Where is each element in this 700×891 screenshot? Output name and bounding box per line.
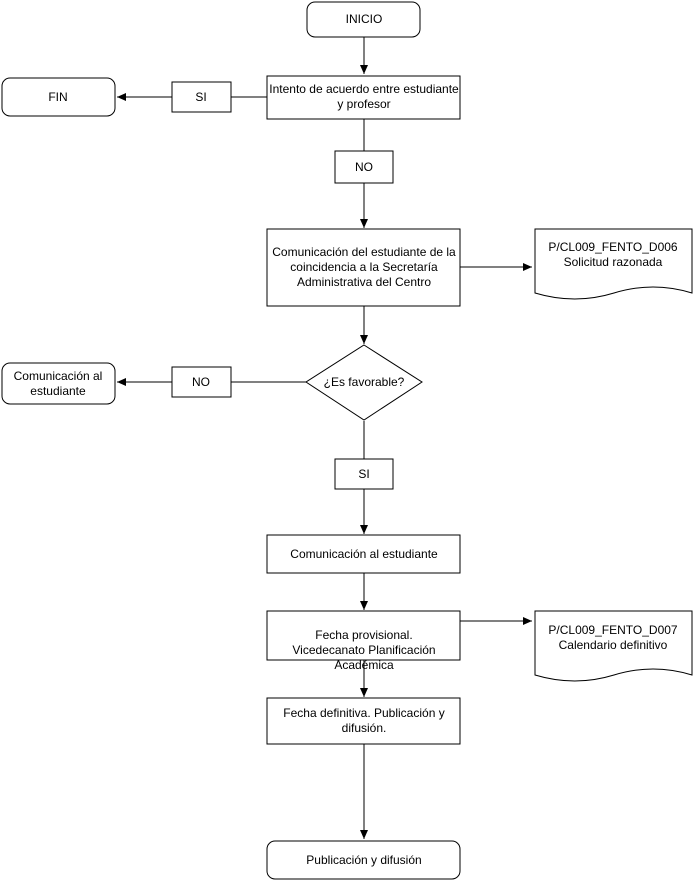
agreement-process: Intento de acuerdo entre estudiante y pr… <box>266 75 461 120</box>
document-d007-title: Calendario definitivo <box>559 638 668 652</box>
student-notification-rejected-line1: Comunicación al <box>14 369 103 383</box>
publication-label: Publicación y difusión <box>306 853 421 867</box>
provisional-date-process: Fecha provisional. Vicedecanato Planific… <box>266 610 461 672</box>
final-date-process: Fecha definitiva. Publicación y difusión… <box>266 697 461 745</box>
student-notification-process: Comunicación al estudiante <box>266 534 461 574</box>
provisional-date-line3: Académica <box>334 658 394 672</box>
publication-node: Publicación y difusión <box>266 840 461 880</box>
end-node: FIN <box>1 77 116 117</box>
student-notification-rejected: Comunicación al estudiante <box>1 362 116 405</box>
no-label-2-text: NO <box>192 375 210 389</box>
student-notification-rejected-line2: estudiante <box>30 384 86 398</box>
yes-label-2: SI <box>334 458 394 490</box>
document-d007-code: P/CL009_FENTO_D007 <box>548 623 678 637</box>
no-label-1-text: NO <box>355 160 373 174</box>
student-notification-label: Comunicación al estudiante <box>290 547 438 561</box>
final-date-line1: Fecha definitiva. Publicación y <box>283 706 444 720</box>
no-label-2: NO <box>171 366 232 398</box>
agreement-label-line1: Intento de acuerdo entre estudiante <box>269 82 459 96</box>
end-label: FIN <box>48 90 67 104</box>
decision-favorable: ¿Es favorable? <box>305 344 423 421</box>
final-date-line2: difusión. <box>342 721 387 735</box>
document-d006: P/CL009_FENTO_D006 Solicitud razonada <box>534 228 693 300</box>
start-node: INICIO <box>306 1 421 38</box>
secretariat-label-line2: coincidencia a la Secretaría <box>290 260 438 274</box>
decision-label: ¿Es favorable? <box>324 375 405 389</box>
secretariat-label-line1: Comunicación del estudiante de la <box>272 245 456 259</box>
document-d007: P/CL009_FENTO_D007 Calendario definitivo <box>534 610 693 682</box>
yes-label-2-text: SI <box>358 467 369 481</box>
provisional-date-line2: Vicedecanato Planificación <box>292 643 435 657</box>
document-d006-title: Solicitud razonada <box>564 255 663 269</box>
agreement-label-line2: y profesor <box>337 97 390 111</box>
edges <box>117 37 532 839</box>
no-label-1: NO <box>334 150 394 184</box>
start-label: INICIO <box>346 12 383 26</box>
secretariat-communication-process: Comunicación del estudiante de la coinci… <box>266 228 461 307</box>
document-d006-code: P/CL009_FENTO_D006 <box>548 240 678 254</box>
secretariat-label-line3: Administrativa del Centro <box>297 275 431 289</box>
yes-label-1: SI <box>171 81 232 113</box>
yes-label-1-text: SI <box>195 90 206 104</box>
provisional-date-line1: Fecha provisional. <box>315 628 412 642</box>
